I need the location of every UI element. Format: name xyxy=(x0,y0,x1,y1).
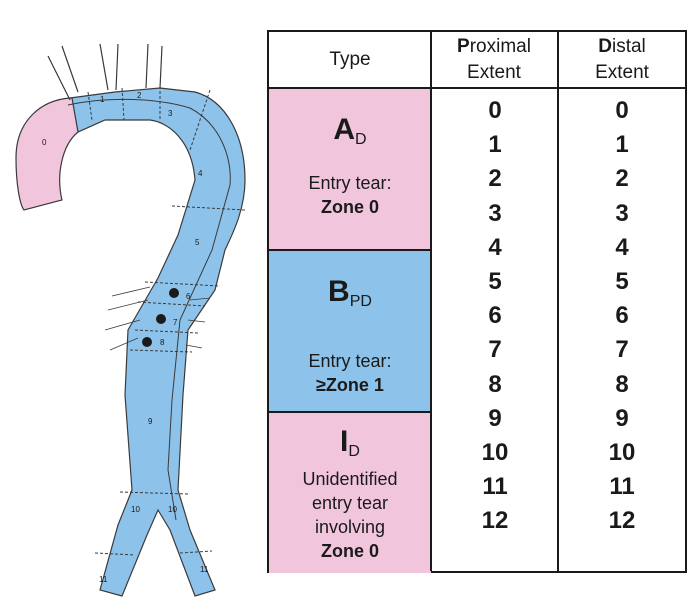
header-divider xyxy=(269,87,685,89)
zone-label-6: 6 xyxy=(186,292,191,301)
type-a-code: AD xyxy=(333,113,367,148)
zone-label-9: 9 xyxy=(148,417,153,426)
dissection-flap xyxy=(67,98,231,521)
header-type: Type xyxy=(329,49,371,70)
zone-label-11-left: 11 xyxy=(200,565,209,574)
distal-zone-0: 0 xyxy=(615,97,629,124)
proximal-zone-2: 2 xyxy=(488,165,502,193)
distal-zone-12: 12 xyxy=(608,507,636,535)
zone-label-7: 7 xyxy=(173,318,178,327)
type-divider xyxy=(269,249,431,251)
column-divider xyxy=(557,32,559,571)
aorta-body xyxy=(69,87,246,597)
branch-left-subclavian xyxy=(145,43,163,89)
zone-label-8: 8 xyxy=(160,338,165,347)
type-divider xyxy=(269,411,431,413)
distal-zone-6: 6 xyxy=(615,302,629,330)
branch-left-carotid xyxy=(99,43,119,91)
distal-zone-1: 1 xyxy=(615,131,629,159)
distal-zone-2: 2 xyxy=(615,165,629,193)
type-a-cell: AD Entry tear: Zone 0 xyxy=(269,89,431,249)
proximal-zone-5: 5 xyxy=(488,267,502,295)
column-divider xyxy=(430,32,432,571)
zone-label-1: 1 xyxy=(100,95,105,104)
type-i-code: ID xyxy=(340,425,360,460)
zone-label-10-left: 10 xyxy=(168,505,177,514)
zone-boundaries xyxy=(87,86,246,556)
celiac-ostium xyxy=(169,288,179,298)
proximal-zone-9: 9 xyxy=(488,404,502,432)
distal-zone-9: 9 xyxy=(615,404,629,432)
distal-zone-7: 7 xyxy=(615,336,629,364)
distal-zone-11: 11 xyxy=(609,473,635,501)
zone-label-4: 4 xyxy=(198,169,203,178)
visceral-branches xyxy=(104,286,211,351)
sma-ostium xyxy=(156,314,166,324)
renal-ostium xyxy=(142,337,152,347)
zone-label-2: 2 xyxy=(137,91,142,100)
distal-zone-10: 10 xyxy=(608,438,636,466)
type-b-code: BPD xyxy=(328,275,372,310)
aorta-diagram: 0 1 2 3 4 5 6 7 8 9 10 10 11 11 xyxy=(15,43,246,597)
proximal-zone-3: 3 xyxy=(488,199,502,227)
type-i-cell: ID Unidentified entry tear involving Zon… xyxy=(269,413,431,573)
zone-label-0: 0 xyxy=(42,138,47,147)
proximal-zone-11: 11 xyxy=(482,473,508,501)
distal-zone-4: 4 xyxy=(615,233,629,261)
proximal-zone-0: 0 xyxy=(488,97,502,124)
zone-label-11-right: 11 xyxy=(99,575,108,584)
branch-brachiocephalic xyxy=(47,45,79,101)
distal-zone-3: 3 xyxy=(615,199,629,227)
zone-0-region xyxy=(15,97,79,211)
proximal-zone-8: 8 xyxy=(488,370,502,398)
type-b-cell: BPD Entry tear: ≥Zone 1 xyxy=(269,251,431,411)
proximal-zone-4: 4 xyxy=(488,233,502,261)
proximal-zone-12: 12 xyxy=(481,507,509,535)
proximal-zone-7: 7 xyxy=(488,336,502,364)
distal-zone-5: 5 xyxy=(615,267,629,295)
zone-label-10-right: 10 xyxy=(131,505,140,514)
zone-label-5: 5 xyxy=(195,238,200,247)
proximal-zone-1: 1 xyxy=(488,131,502,159)
proximal-zone-6: 6 xyxy=(488,302,502,330)
zone-label-3: 3 xyxy=(168,109,173,118)
proximal-zone-10: 10 xyxy=(481,438,509,466)
distal-zone-8: 8 xyxy=(615,370,629,398)
